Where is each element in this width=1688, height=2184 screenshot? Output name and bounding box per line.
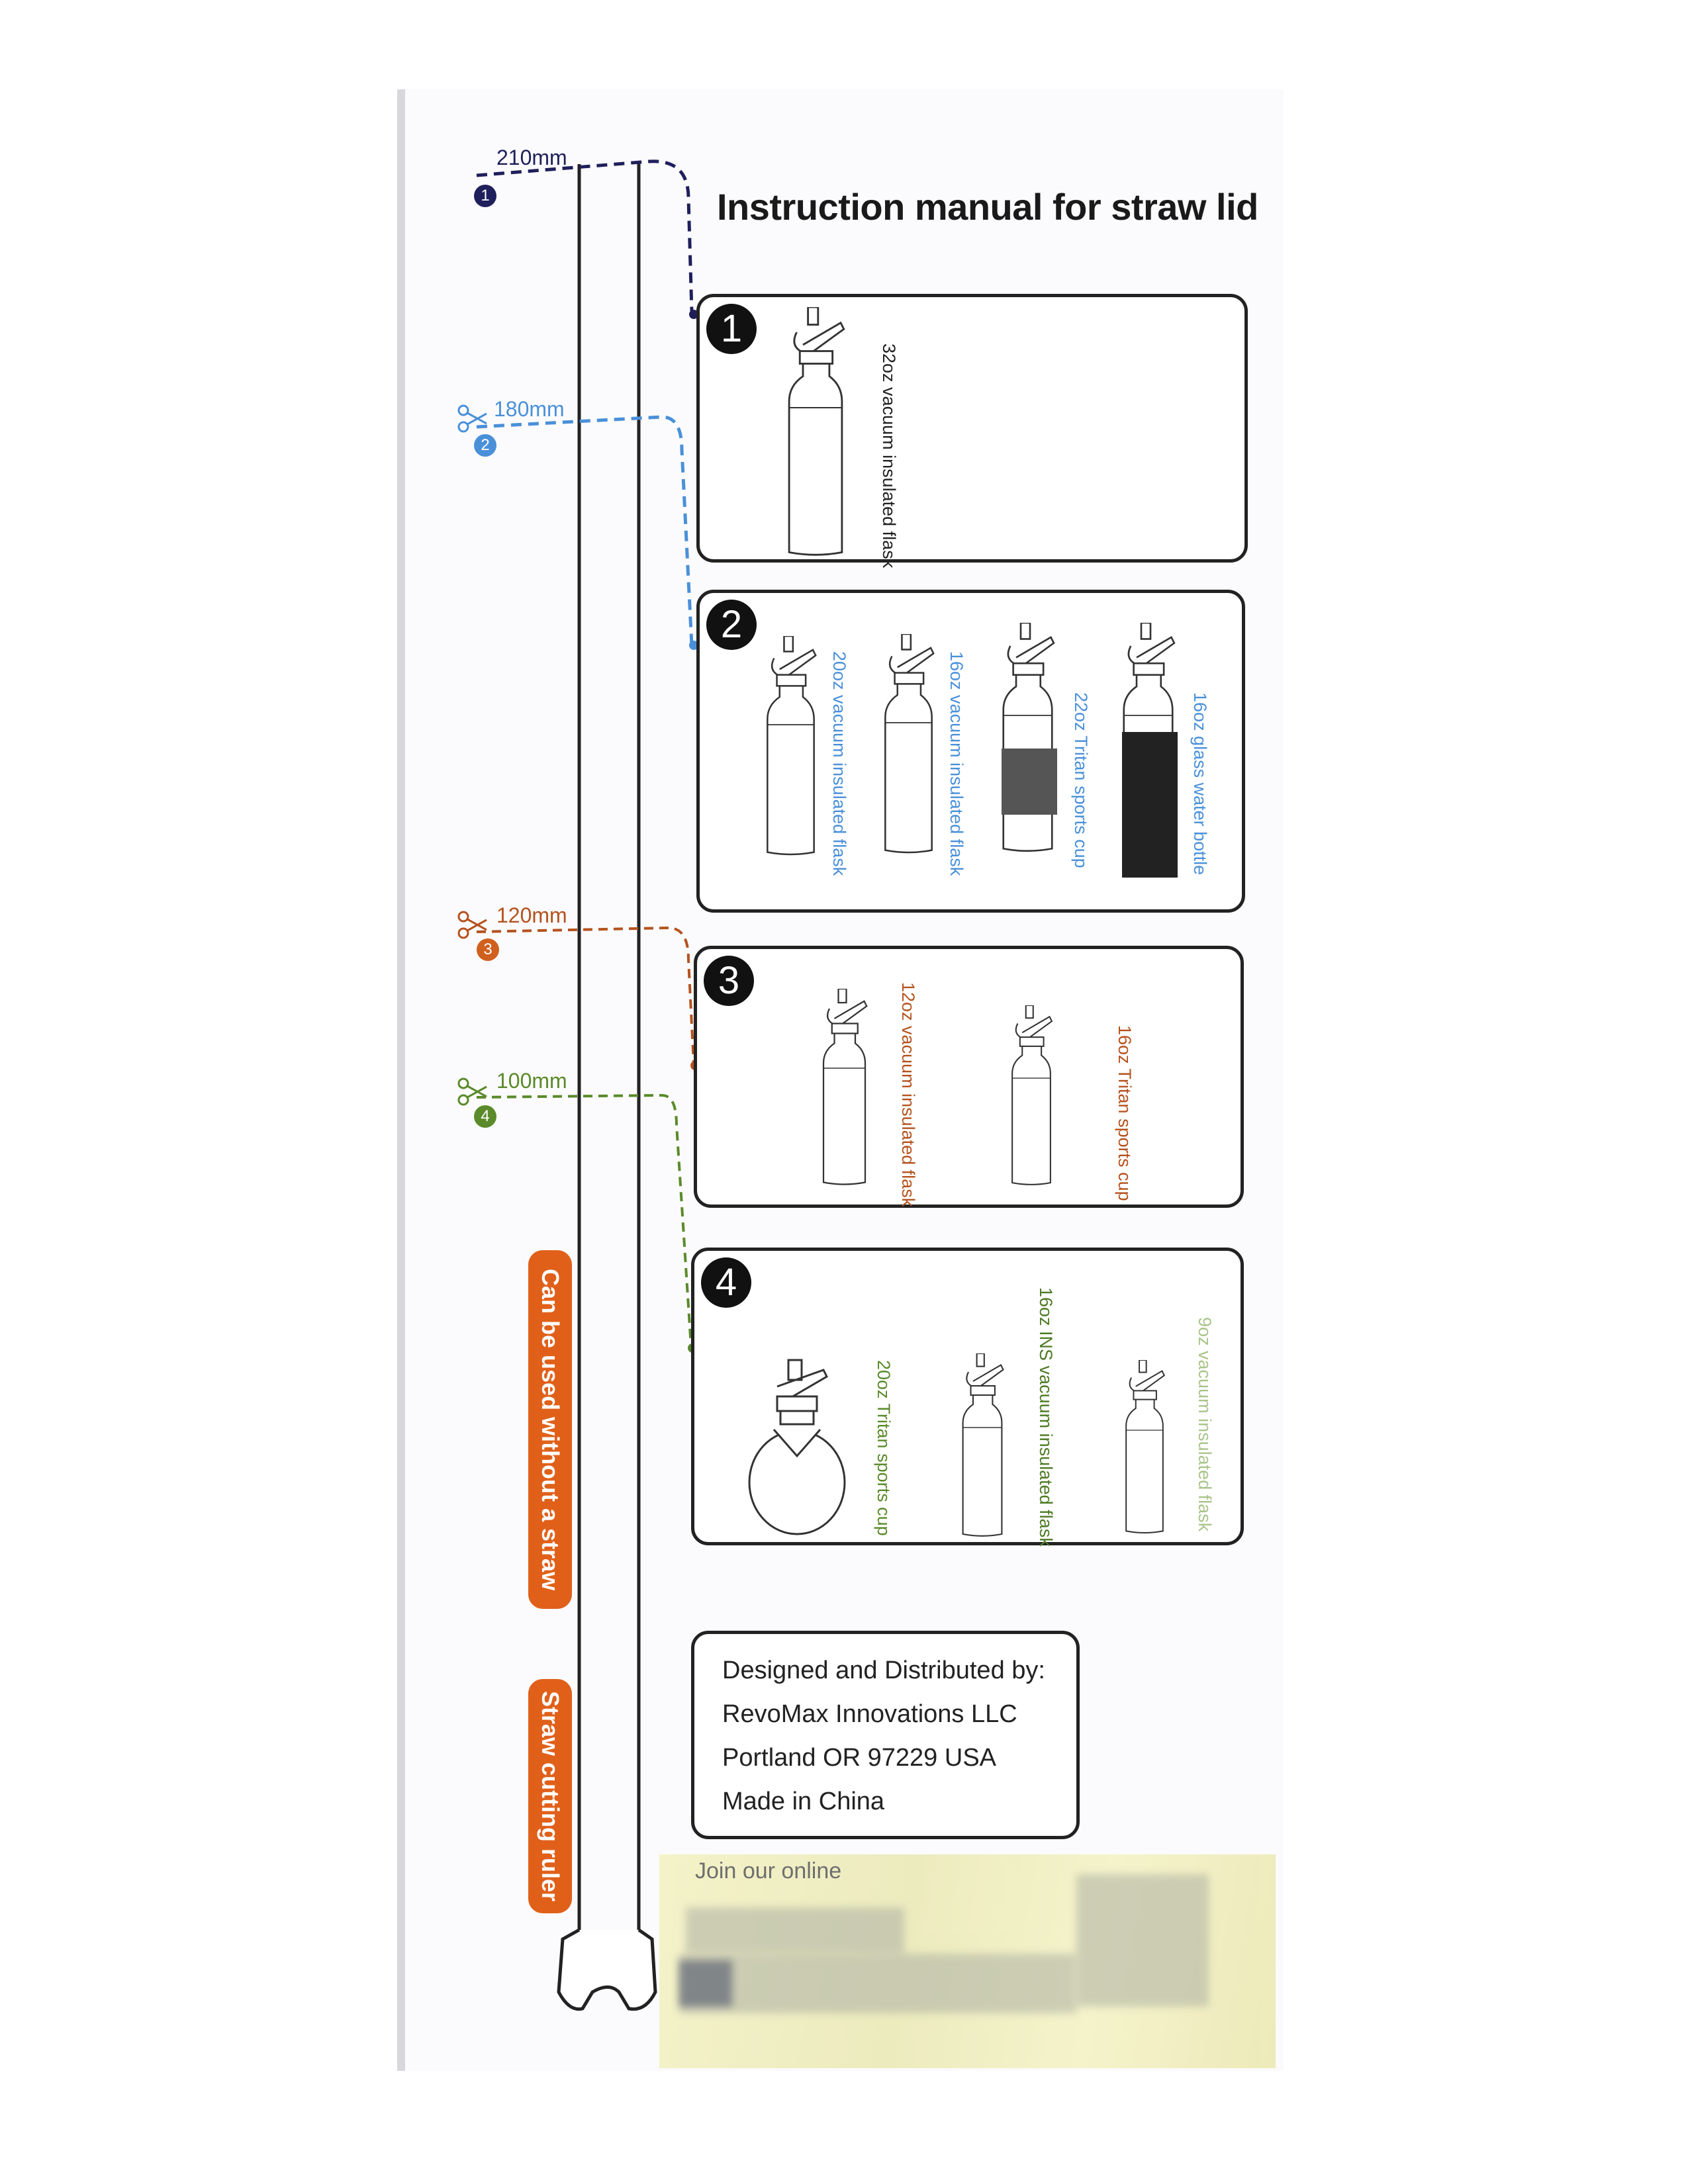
bottle-icon xyxy=(998,1005,1064,1187)
bottle-label: 20oz vacuum insulated flask xyxy=(829,651,849,876)
masking-tape xyxy=(659,1854,1276,2068)
mark-number: 1 xyxy=(474,185,496,207)
connector-100mm xyxy=(476,1093,692,1347)
section-number: 3 xyxy=(704,956,754,1006)
bottle-label: 16oz INS vacuum insulated flask xyxy=(1036,1287,1056,1547)
info-line: Made in China xyxy=(722,1788,885,1815)
section-4-box: 4 20oz Tritan sports cup 16oz INS vacuum… xyxy=(691,1248,1244,1547)
bottle-icon xyxy=(877,634,940,856)
bottle-icon xyxy=(1002,623,1057,854)
page-title: Instruction manual for straw lid xyxy=(717,186,1258,228)
distributor-info-box: Designed and Distributed by: RevoMax Inn… xyxy=(691,1631,1080,1839)
section-number: 1 xyxy=(706,304,757,354)
bottle-label: 32oz vacuum insulated flask xyxy=(879,343,899,569)
bottle-icon xyxy=(748,1359,846,1535)
bottle-label: 16oz Tritan sports cup xyxy=(1115,1025,1135,1201)
cut-length-label: 100mm xyxy=(496,1069,567,1093)
connector-180mm xyxy=(476,415,694,646)
mark-number: 3 xyxy=(477,938,499,961)
connector-end-dot xyxy=(689,310,698,319)
connector-210mm xyxy=(476,159,694,312)
section-number: 2 xyxy=(706,600,757,650)
mark-number: 2 xyxy=(474,434,496,457)
info-line: Portland OR 97229 USA xyxy=(722,1744,997,1772)
scissors-icon xyxy=(457,911,487,939)
bottle-icon xyxy=(759,636,822,858)
no-straw-badge: Can be used without a straw xyxy=(528,1250,572,1609)
straw-bottom-cap xyxy=(557,1928,657,2011)
bottle-icon xyxy=(813,989,876,1187)
bottle-label: 12oz vacuum insulated flask xyxy=(898,982,918,1207)
bottle-icon xyxy=(1122,623,1178,878)
cut-length-label: 180mm xyxy=(494,397,565,421)
bottle-label: 20oz Tritan sports cup xyxy=(874,1360,894,1536)
bottle-label: 16oz vacuum insulated flask xyxy=(947,651,966,876)
mark-number: 4 xyxy=(474,1105,496,1128)
bottle-label: 9oz vacuum insulated flask xyxy=(1195,1317,1215,1532)
info-line: RevoMax Innovations LLC xyxy=(722,1700,1017,1728)
connector-120mm xyxy=(476,926,695,1065)
scissors-icon xyxy=(457,1077,487,1106)
connector-end-dot xyxy=(689,641,698,650)
bottle-icon xyxy=(1115,1360,1174,1535)
cut-length-label: 210mm xyxy=(496,146,567,169)
bottle-icon xyxy=(946,1353,1019,1539)
info-line: Designed and Distributed by: xyxy=(722,1657,1045,1684)
bottle-icon xyxy=(779,307,852,559)
section-number: 4 xyxy=(701,1257,751,1308)
bottle-label: 16oz glass water bottle xyxy=(1190,692,1210,876)
section-2-box: 2 20oz vacuum insulated flask 16oz vacuu… xyxy=(696,590,1245,913)
ruler-badge: Straw cutting ruler xyxy=(528,1679,572,1913)
partial-footer-text: Join our online xyxy=(695,1858,842,1884)
bottle-label: 22oz Tritan sports cup xyxy=(1071,692,1091,868)
section-3-box: 3 12oz vacuum insulated flask 16oz Trita… xyxy=(694,946,1244,1208)
cut-length-label: 120mm xyxy=(496,903,567,927)
section-1-box: 1 32oz vacuum insulated flask xyxy=(696,294,1248,568)
scissors-icon xyxy=(457,404,487,433)
